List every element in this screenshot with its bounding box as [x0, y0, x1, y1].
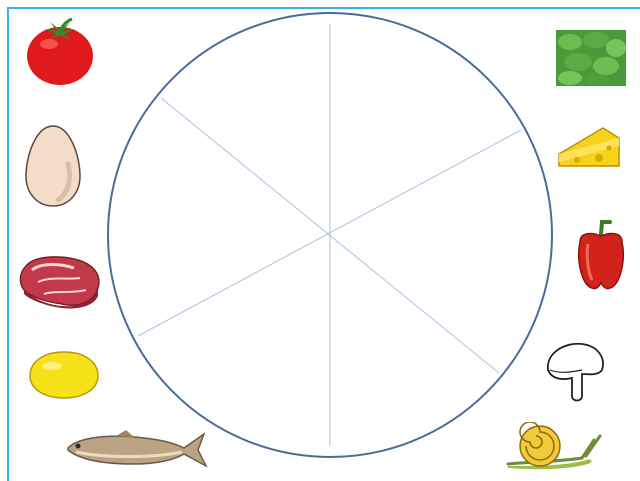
cheese-icon[interactable]: [557, 124, 621, 170]
steak-icon[interactable]: [18, 252, 104, 310]
mushroom-icon[interactable]: [542, 340, 608, 406]
spinach-icon[interactable]: [556, 30, 626, 86]
wheel-spokes: [138, 24, 521, 446]
egg-icon[interactable]: [24, 124, 82, 208]
fish-icon[interactable]: [64, 428, 208, 470]
tomato-icon[interactable]: [24, 16, 96, 88]
lemon-icon[interactable]: [26, 350, 102, 400]
bell-pepper-icon[interactable]: [574, 220, 628, 292]
snail-icon[interactable]: [506, 422, 610, 470]
